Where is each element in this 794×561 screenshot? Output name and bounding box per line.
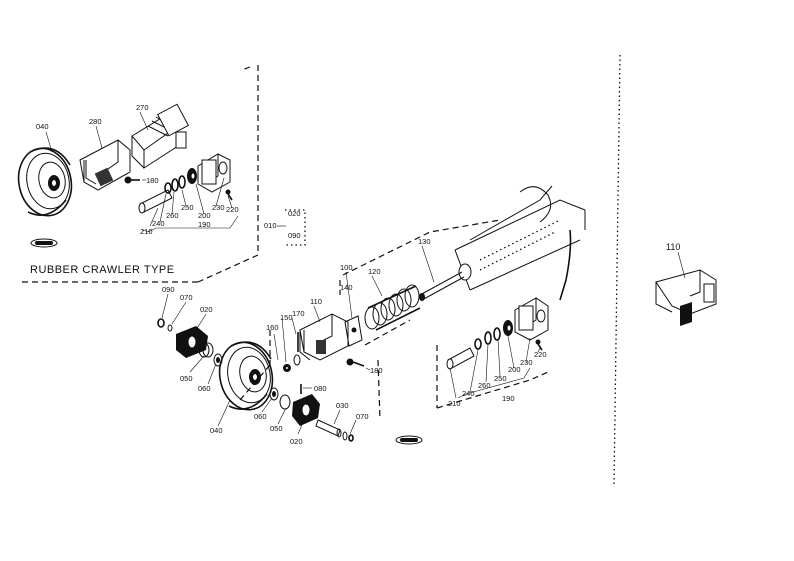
bearing-050-left	[198, 342, 223, 367]
stamp-logo-upper	[30, 238, 58, 248]
label-230-upper: 230	[212, 203, 225, 212]
spring-120	[364, 284, 421, 331]
label-230-lower: 230	[520, 358, 533, 367]
idler-wheel-lower	[218, 341, 274, 411]
bolt-220-upper	[225, 189, 233, 201]
label-020-ref: 020	[288, 209, 301, 218]
label-180-center: 180	[370, 366, 383, 375]
label-280: 280	[89, 117, 102, 126]
label-190-upper: 190	[198, 220, 211, 229]
label-020-left: 020	[200, 305, 213, 314]
label-050-left: 050	[180, 374, 193, 383]
label-070-right: 070	[356, 412, 369, 421]
stamp-logo-lower	[395, 435, 423, 445]
label-060-right: 060	[254, 412, 267, 421]
washers-090-070	[157, 318, 173, 332]
label-160: 160	[266, 323, 279, 332]
label-080: 080	[314, 384, 327, 393]
section-title: RUBBER CRAWLER TYPE	[30, 264, 175, 276]
label-250-lower: 250	[494, 374, 507, 383]
bolt-180-center	[346, 358, 365, 367]
label-210-upper: 210	[140, 227, 153, 236]
shaft-030	[315, 419, 354, 442]
ref-010-group	[277, 209, 306, 246]
label-110-center: 110	[310, 297, 322, 306]
holder-200-upper	[197, 153, 231, 193]
tension-assembly	[157, 185, 586, 445]
label-140: 140	[340, 283, 353, 292]
label-130: 130	[418, 237, 431, 246]
part-labels: 040 280 270 180 210 240 260 250 190 200 …	[36, 103, 680, 446]
label-040-upper: 040	[36, 122, 49, 131]
label-010: 010	[264, 221, 277, 230]
nut-150	[283, 354, 301, 372]
label-220-upper: 220	[226, 205, 239, 214]
label-020-right: 020	[290, 437, 303, 446]
label-210-lower: 210	[448, 399, 461, 408]
adjuster-assembly-lower	[436, 297, 549, 409]
label-200-lower: 200	[508, 365, 521, 374]
label-170: 170	[292, 309, 305, 318]
label-040-lower: 040	[210, 426, 223, 435]
rubber-crawler-assembly: RUBBER CRAWLER TYPE	[17, 103, 239, 276]
label-240-upper: 240	[152, 219, 165, 228]
label-150: 150	[280, 313, 293, 322]
label-070-left: 070	[180, 293, 193, 302]
label-100: 100	[340, 263, 353, 272]
label-200-upper: 200	[198, 211, 211, 220]
label-120: 120	[368, 267, 381, 276]
washers-upper	[164, 168, 197, 194]
label-090-ref: 090	[288, 231, 301, 240]
bracket-110-center	[299, 313, 349, 361]
label-180-upper: 180	[146, 176, 159, 185]
idler-wheel-upper	[17, 147, 73, 217]
bracket-280	[79, 139, 131, 191]
pin-080	[300, 384, 312, 394]
bracket-110-right	[655, 251, 717, 326]
rod-210-upper	[138, 189, 173, 214]
label-240-lower: 240	[462, 389, 475, 398]
label-260-lower: 260	[478, 381, 491, 390]
label-050-right: 050	[270, 424, 283, 433]
hub-020-left	[176, 326, 208, 358]
tube-270	[131, 103, 190, 169]
leader-lines	[45, 111, 541, 435]
label-250-upper: 250	[181, 203, 194, 212]
label-110-right: 110	[666, 242, 680, 252]
label-190-lower: 190	[502, 394, 515, 403]
label-270: 270	[136, 103, 149, 112]
track-frame	[454, 185, 586, 301]
bolt-180-upper	[124, 176, 140, 184]
section-dividers	[22, 54, 621, 486]
rod-130	[419, 271, 465, 301]
label-060-left: 060	[198, 384, 211, 393]
label-090-left: 090	[162, 285, 175, 294]
hub-020-right	[269, 387, 320, 426]
label-260-upper: 260	[166, 211, 179, 220]
label-030: 030	[336, 401, 349, 410]
label-220-lower: 220	[534, 350, 547, 359]
